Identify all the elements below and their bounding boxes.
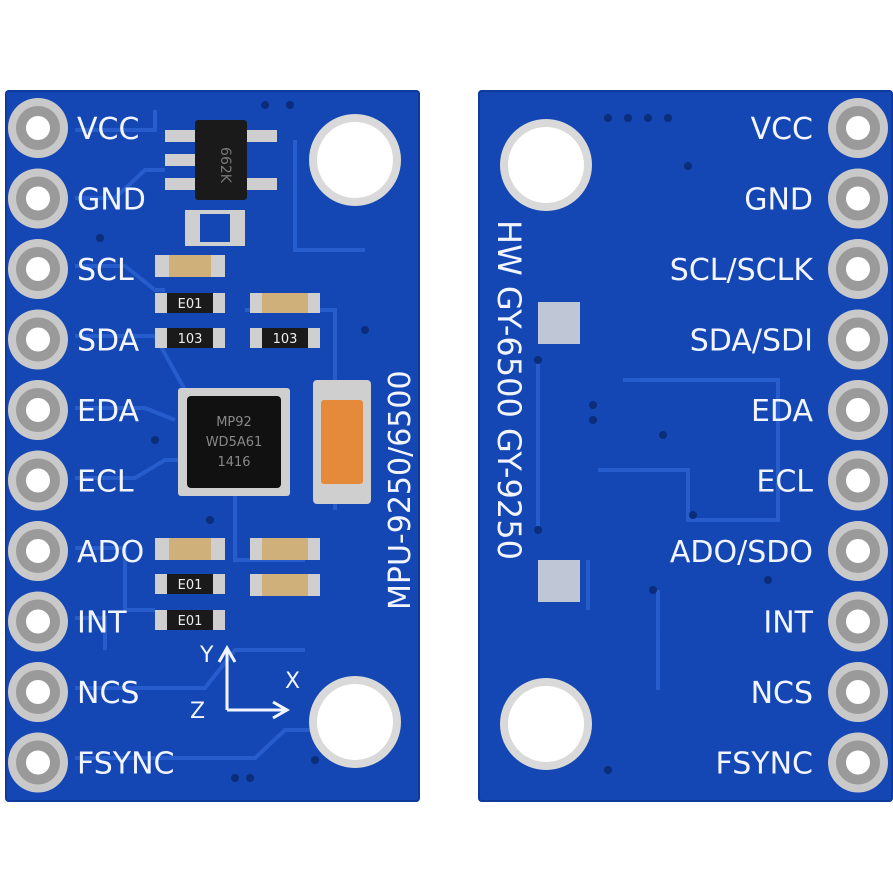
pin-pad-icon	[8, 239, 68, 299]
board-text: HW GY-6500 GY-9250	[490, 220, 528, 560]
mounting-hole-icon	[500, 119, 592, 211]
pin-pad-icon	[8, 309, 68, 370]
pin-pad-icon	[828, 168, 888, 229]
pin-label: ADO	[77, 535, 144, 570]
pin-pad-icon	[8, 168, 68, 229]
pin-pad-icon	[8, 380, 68, 440]
mounting-hole-icon	[309, 114, 401, 206]
pcb-back-art: VCC GND SCL/SCLK SDA/SDI EDA ECL ADO/SDO INT NCS…	[490, 98, 888, 793]
pin-pad-icon	[828, 521, 888, 581]
axis-x-label: X	[285, 669, 300, 694]
svg-text:E01: E01	[178, 297, 203, 312]
pin-label: GND	[77, 183, 146, 218]
pin-pad-icon	[828, 732, 888, 793]
smd-resistor: 103	[250, 328, 320, 348]
test-pad	[538, 302, 580, 344]
pin-label: SCL/SCLK	[670, 253, 815, 288]
pin-label: ECL	[756, 465, 813, 500]
pin-pad-icon	[828, 98, 888, 158]
pin-label: NCS	[751, 676, 813, 711]
smd-resistor: E01	[155, 610, 225, 630]
svg-text:WD5A61: WD5A61	[206, 435, 263, 450]
pin-pad-icon	[828, 591, 888, 652]
pin-pad-icon	[8, 591, 68, 652]
smd-resistor: E01	[155, 293, 225, 313]
pin-header	[8, 98, 68, 793]
axis-z-label: Z	[190, 699, 205, 724]
svg-text:103: 103	[273, 332, 298, 347]
voltage-regulator: 662K	[165, 120, 277, 200]
pin-label: VCC	[751, 112, 813, 147]
pin-label: FSYNC	[716, 747, 814, 782]
pin-pad-icon	[828, 309, 888, 370]
pin-label: INT	[77, 606, 127, 641]
pin-label: EDA	[77, 394, 140, 429]
pin-label: VCC	[77, 112, 139, 147]
pin-label: GND	[744, 183, 813, 218]
pin-label: SDA/SDI	[690, 324, 813, 359]
smd-capacitor	[155, 538, 225, 560]
pin-pad-icon	[8, 662, 68, 722]
pin-pad-icon	[8, 450, 68, 511]
pcb-front-art: VCC GND SCL SDA EDA ECL ADO INT NCS FSYNC 662K	[8, 98, 418, 793]
axis-y-label: Y	[199, 643, 214, 668]
model-text: MPU-9250/6500	[383, 370, 418, 610]
pcb-front: VCC GND SCL SDA EDA ECL ADO INT NCS FSYNC 662K	[5, 90, 420, 802]
svg-text:103: 103	[178, 332, 203, 347]
smd-capacitor	[155, 255, 225, 277]
pcb-back: VCC GND SCL/SCLK SDA/SDI EDA ECL ADO/SDO INT NCS…	[478, 90, 893, 802]
pin-label: FSYNC	[77, 747, 175, 782]
pin-pad-icon	[828, 450, 888, 511]
pin-label: INT	[763, 606, 813, 641]
mounting-hole-icon	[500, 678, 592, 770]
pin-pad-icon	[828, 239, 888, 299]
svg-text:E01: E01	[178, 578, 203, 593]
test-pad	[538, 560, 580, 602]
smd-resistor: 103	[155, 328, 225, 348]
pin-pad-icon	[8, 732, 68, 793]
mounting-hole-icon	[309, 676, 401, 768]
svg-text:MP92: MP92	[216, 415, 252, 430]
pin-label: NCS	[77, 676, 139, 711]
pin-label: SCL	[77, 253, 134, 288]
smd-capacitor	[250, 574, 320, 596]
pin-pad-icon	[8, 521, 68, 581]
svg-text:E01: E01	[178, 614, 203, 629]
pin-label: SDA	[77, 324, 140, 359]
imu-chip: MP92 WD5A61 1416	[178, 388, 290, 496]
pin-label: EDA	[751, 394, 814, 429]
pin-label: ECL	[77, 465, 134, 500]
pin-pad-icon	[828, 380, 888, 440]
pin-header	[828, 98, 888, 793]
svg-text:1416: 1416	[217, 455, 250, 470]
pin-pad-icon	[8, 98, 68, 158]
smd-capacitor	[250, 293, 320, 313]
svg-text:662K: 662K	[217, 147, 233, 184]
pin-pad-icon	[828, 662, 888, 722]
axis-indicator	[217, 644, 291, 720]
smd-capacitor	[250, 538, 320, 560]
pin-label: ADO/SDO	[670, 535, 813, 570]
tantalum-capacitor	[313, 380, 371, 504]
smd-resistor: E01	[155, 574, 225, 594]
